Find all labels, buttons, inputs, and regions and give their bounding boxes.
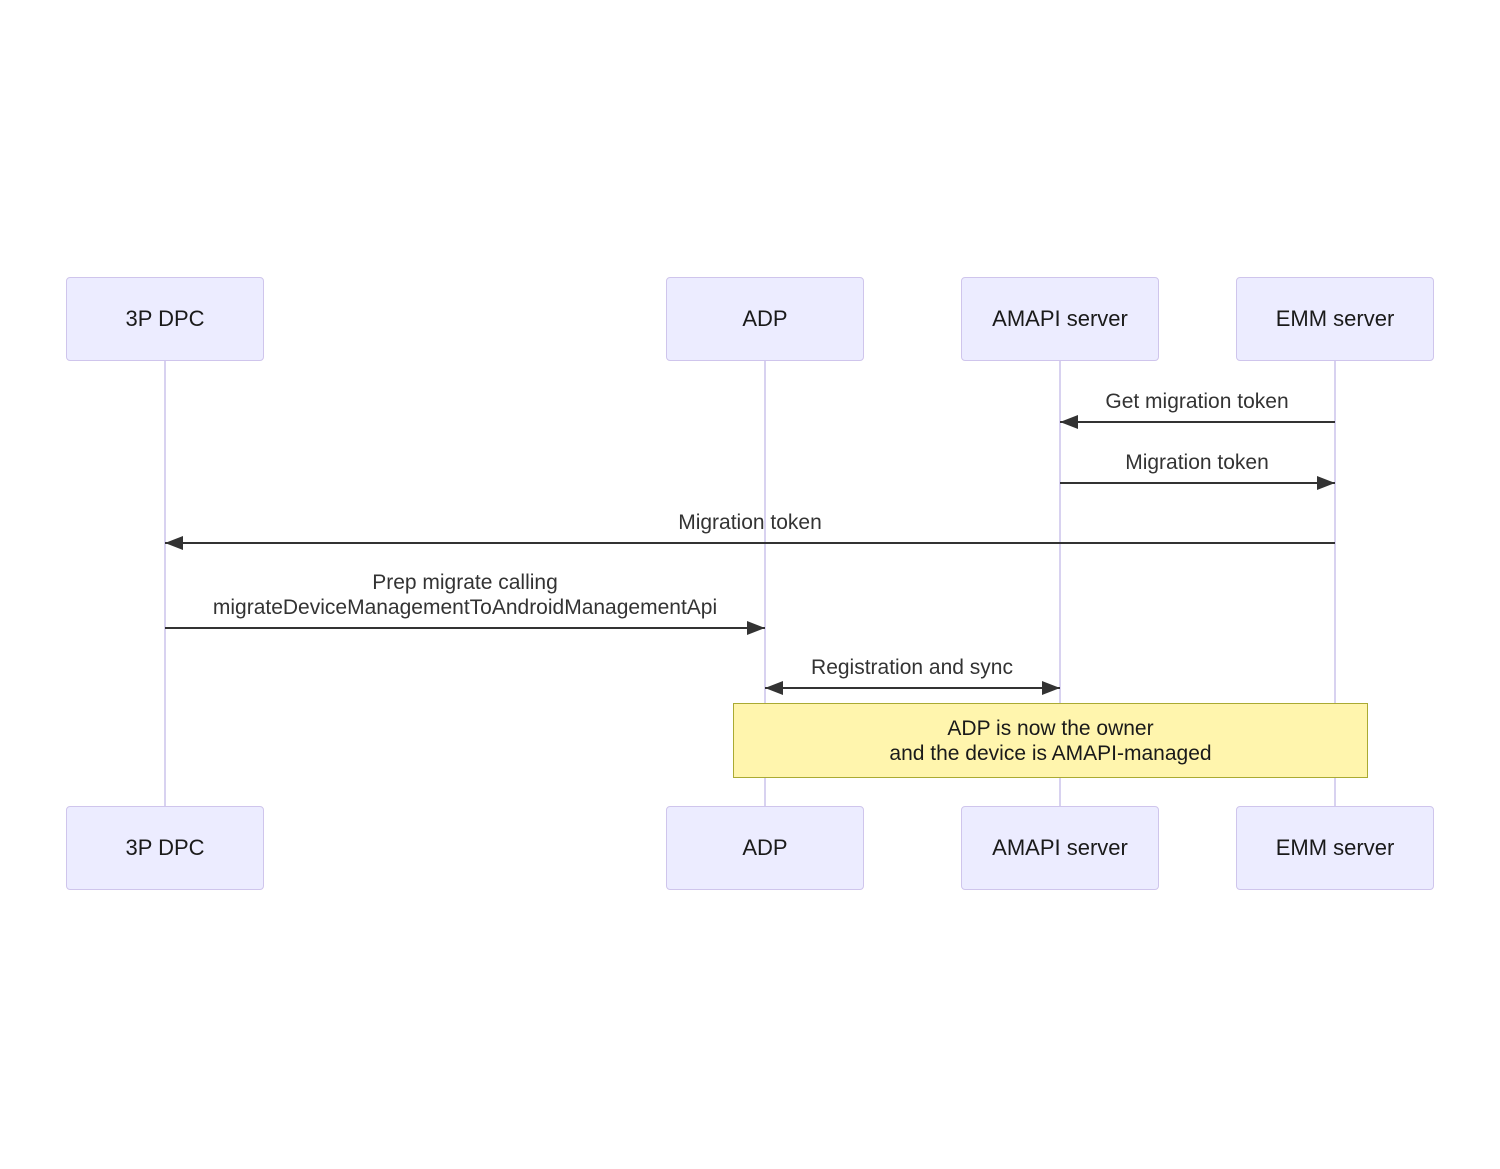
message-line — [765, 687, 1060, 689]
lifeline-amapi-server — [1059, 361, 1061, 806]
arrowhead-left-icon — [165, 536, 183, 550]
lifeline-adp — [764, 361, 766, 806]
message-label: Prep migrate calling migrateDeviceManage… — [213, 570, 717, 620]
message-line — [1060, 482, 1335, 484]
message-label-line-1: Prep migrate calling — [372, 571, 558, 594]
arrowhead-left-icon — [765, 681, 783, 695]
message-label: Migration token — [678, 511, 822, 534]
actor-amapi-server-bottom: AMAPI server — [961, 806, 1159, 890]
message-line — [165, 627, 765, 629]
actor-3p-dpc-top: 3P DPC — [66, 277, 264, 361]
arrowhead-right-icon — [1042, 681, 1060, 695]
message-label: Migration token — [1125, 451, 1269, 474]
lifeline-emm-server — [1334, 361, 1336, 806]
arrowhead-right-icon — [747, 621, 765, 635]
note-line-2: and the device is AMAPI-managed — [889, 741, 1212, 765]
message-label-line-2: migrateDeviceManagementToAndroidManageme… — [212, 596, 718, 619]
arrowhead-left-icon — [1060, 415, 1078, 429]
arrowhead-right-icon — [1317, 476, 1335, 490]
note-line-1: ADP is now the owner — [947, 716, 1154, 740]
message-line — [1060, 421, 1335, 423]
message-line — [165, 542, 1335, 544]
actor-emm-server-bottom: EMM server — [1236, 806, 1434, 890]
note-box: ADP is now the owner and the device is A… — [733, 703, 1368, 778]
actor-amapi-server-top: AMAPI server — [961, 277, 1159, 361]
lifeline-3p-dpc — [164, 361, 166, 806]
actor-3p-dpc-bottom: 3P DPC — [66, 806, 264, 890]
actor-adp-top: ADP — [666, 277, 864, 361]
message-label: Get migration token — [1105, 390, 1289, 413]
actor-adp-bottom: ADP — [666, 806, 864, 890]
actor-emm-server-top: EMM server — [1236, 277, 1434, 361]
message-label: Registration and sync — [811, 656, 1013, 679]
